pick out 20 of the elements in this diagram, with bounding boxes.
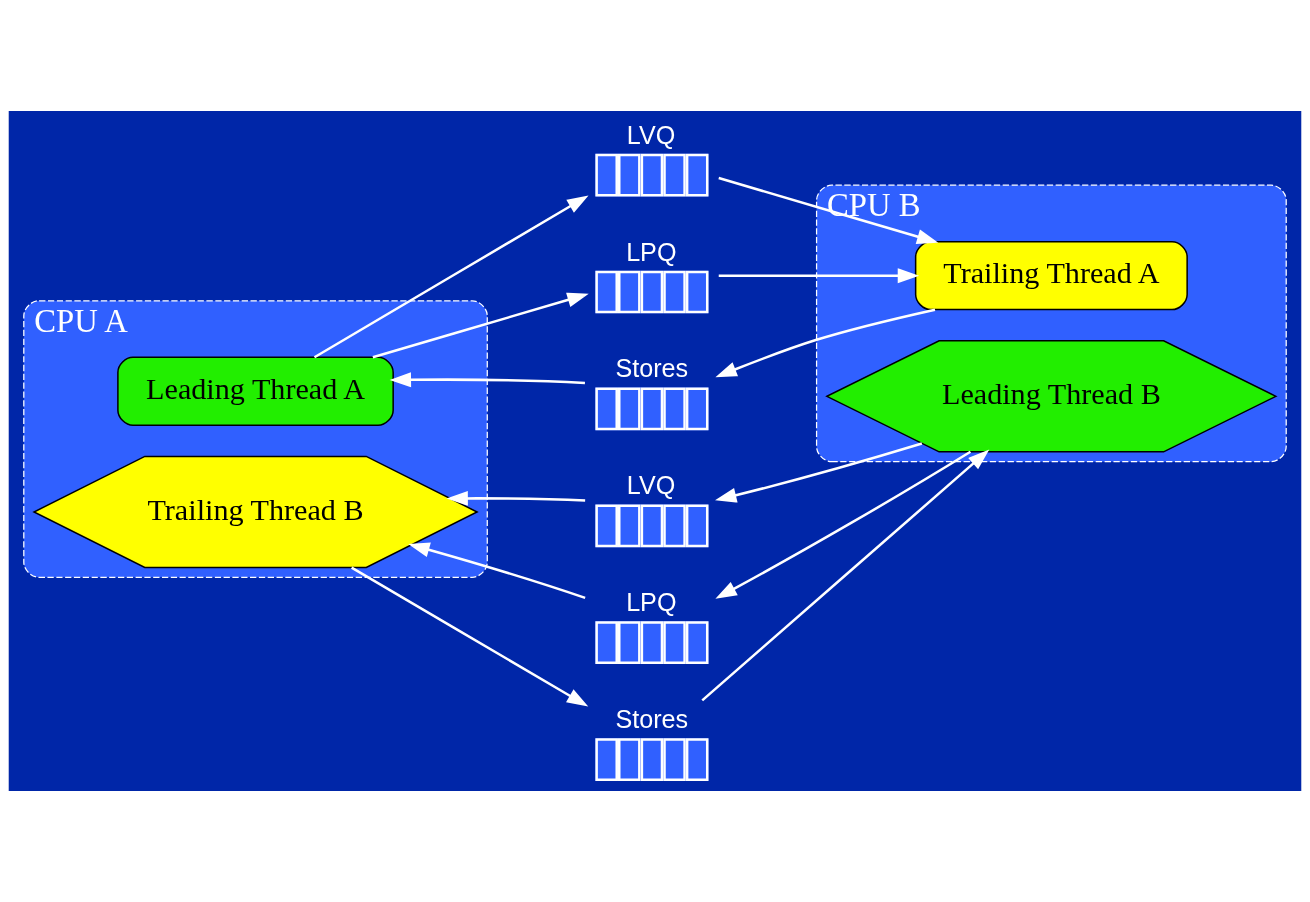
node-box: Trailing Thread A xyxy=(914,240,1188,311)
node-label: LVQ xyxy=(626,471,676,500)
node-label: LVQ xyxy=(626,120,676,149)
node-box: Leading Thread A xyxy=(117,356,394,426)
node-label: Stores xyxy=(615,354,689,383)
arrow xyxy=(372,292,589,359)
arrow xyxy=(715,442,923,503)
arrow xyxy=(408,542,586,600)
arrow xyxy=(389,372,585,388)
arrow xyxy=(351,566,589,707)
arrow xyxy=(446,490,586,506)
node-label: LPQ xyxy=(626,588,677,617)
node-label: Stores xyxy=(615,705,689,734)
arrow xyxy=(715,308,936,378)
node-label: LPQ xyxy=(626,237,677,266)
arrow xyxy=(701,449,990,702)
arrow xyxy=(715,450,972,599)
arrow xyxy=(718,176,939,244)
arrow xyxy=(718,268,920,284)
arrow xyxy=(313,195,589,359)
